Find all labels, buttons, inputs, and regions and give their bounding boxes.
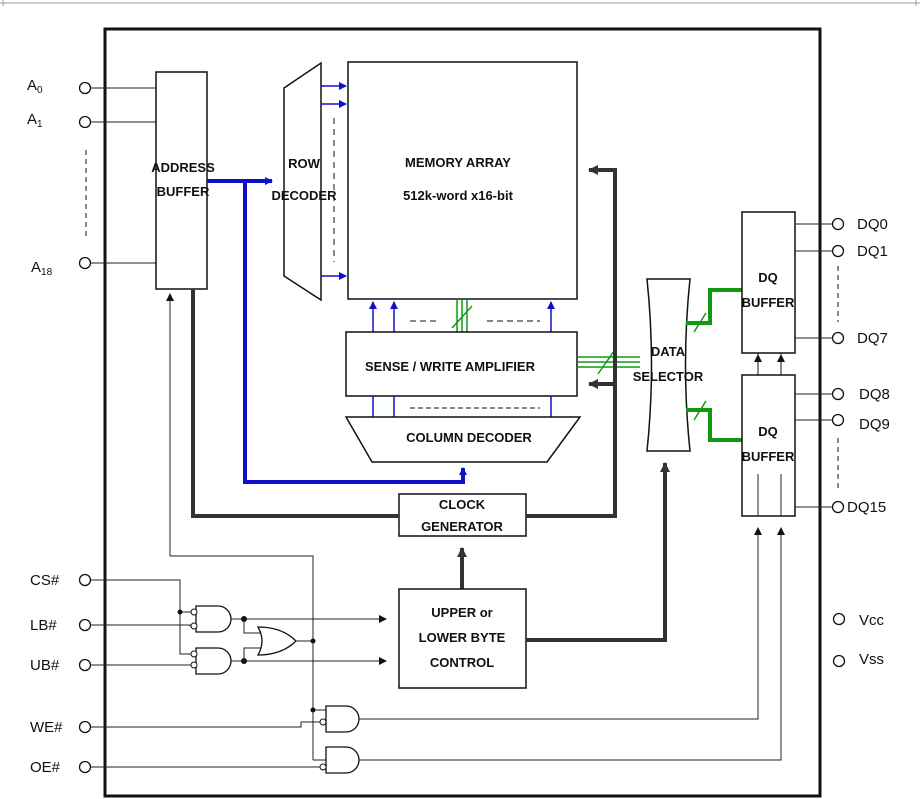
pin-vss: Vss <box>832 651 884 668</box>
bitline-arrows <box>369 299 555 332</box>
svg-text:Vcc: Vcc <box>859 612 885 629</box>
svg-text:512k-word x16-bit: 512k-word x16-bit <box>403 188 513 203</box>
svg-text:OE#: OE# <box>30 759 61 776</box>
pin-we: WE# <box>30 719 92 736</box>
svg-text:BUFFER: BUFFER <box>742 295 795 310</box>
svg-text:DQ7: DQ7 <box>857 330 888 347</box>
pin-oe: OE# <box>30 759 92 776</box>
svg-text:A0: A0 <box>27 77 43 96</box>
pin-a18: A18 <box>31 256 156 278</box>
svg-text:DECODER: DECODER <box>271 188 337 203</box>
row-lines <box>321 82 347 280</box>
svg-text:BUFFER: BUFFER <box>157 184 210 199</box>
svg-text:CS#: CS# <box>30 572 60 589</box>
sense-to-selector-bus <box>577 350 640 375</box>
svg-text:COLUMN DECODER: COLUMN DECODER <box>406 430 532 445</box>
pin-a0: A0 <box>27 77 156 96</box>
pin-dq8: DQ8 <box>795 386 890 403</box>
data-selector: DATA SELECTOR <box>633 278 704 452</box>
and-gate-lb <box>190 605 232 633</box>
svg-text:UPPER or: UPPER or <box>431 605 492 620</box>
sense-write-amplifier: SENSE / WRITE AMPLIFIER <box>345 331 578 397</box>
svg-text:A18: A18 <box>31 259 53 278</box>
column-decoder: COLUMN DECODER <box>344 416 582 463</box>
svg-text:GENERATOR: GENERATOR <box>421 519 503 534</box>
svg-text:DATA: DATA <box>651 344 686 359</box>
svg-text:A1: A1 <box>27 111 43 130</box>
control-logic-wiring <box>91 293 326 768</box>
pin-a1: A1 <box>27 111 156 130</box>
clock-generator: CLOCK GENERATOR <box>398 493 527 537</box>
svg-text:DQ0: DQ0 <box>857 216 888 233</box>
svg-text:DQ: DQ <box>758 424 778 439</box>
address-buffer: ADDRESS BUFFER <box>151 71 215 290</box>
column-lines <box>372 396 552 417</box>
pin-lb: LB# <box>30 617 92 634</box>
pin-ub: UB# <box>30 657 92 674</box>
and-gate-oe <box>319 527 785 774</box>
pin-vcc: Vcc <box>832 612 885 629</box>
row-decoder: ROW DECODER <box>271 61 337 302</box>
gate-outputs <box>231 615 387 665</box>
clock-control-lines <box>191 165 617 589</box>
selector-to-dq-bus <box>686 288 742 442</box>
svg-text:Vss: Vss <box>859 651 884 668</box>
svg-text:MEMORY ARRAY: MEMORY ARRAY <box>405 155 511 170</box>
dq-buffer-upper: DQ BUFFER <box>741 211 796 354</box>
svg-text:SELECTOR: SELECTOR <box>633 369 704 384</box>
svg-text:CONTROL: CONTROL <box>430 655 494 670</box>
pin-dq15: DQ15 <box>795 499 886 516</box>
memory-array: MEMORY ARRAY 512k-word x16-bit <box>347 61 578 300</box>
svg-text:ROW: ROW <box>288 156 321 171</box>
pin-dq0: DQ0 <box>795 216 888 233</box>
svg-text:ADDRESS: ADDRESS <box>151 160 215 175</box>
chip-outline <box>103 27 822 798</box>
svg-text:BUFFER: BUFFER <box>742 449 795 464</box>
pin-dq1: DQ1 <box>795 243 888 260</box>
svg-text:LB#: LB# <box>30 617 57 634</box>
svg-text:DQ8: DQ8 <box>859 386 890 403</box>
svg-text:DQ15: DQ15 <box>847 499 886 516</box>
svg-text:CLOCK: CLOCK <box>439 497 486 512</box>
svg-text:SENSE / WRITE AMPLIFIER: SENSE / WRITE AMPLIFIER <box>365 359 536 374</box>
or-gate <box>256 626 316 656</box>
and-gate-ub <box>190 647 232 675</box>
dq-buffer-lower: DQ BUFFER <box>741 374 796 517</box>
svg-text:DQ9: DQ9 <box>859 416 890 433</box>
byte-to-selector-line <box>526 462 670 642</box>
dq-buffer-control-lines <box>754 353 785 516</box>
svg-text:WE#: WE# <box>30 719 63 736</box>
byte-control: UPPER or LOWER BYTE CONTROL <box>398 588 527 689</box>
svg-text:DQ: DQ <box>758 270 778 285</box>
pin-dq9: DQ9 <box>795 413 890 433</box>
pin-cs: CS# <box>30 572 92 589</box>
and-gate-we <box>319 527 762 733</box>
pin-dq7: DQ7 <box>795 330 888 347</box>
svg-text:DQ1: DQ1 <box>857 243 888 260</box>
svg-text:UB#: UB# <box>30 657 60 674</box>
svg-text:LOWER BYTE: LOWER BYTE <box>419 630 506 645</box>
address-bus <box>207 177 467 484</box>
